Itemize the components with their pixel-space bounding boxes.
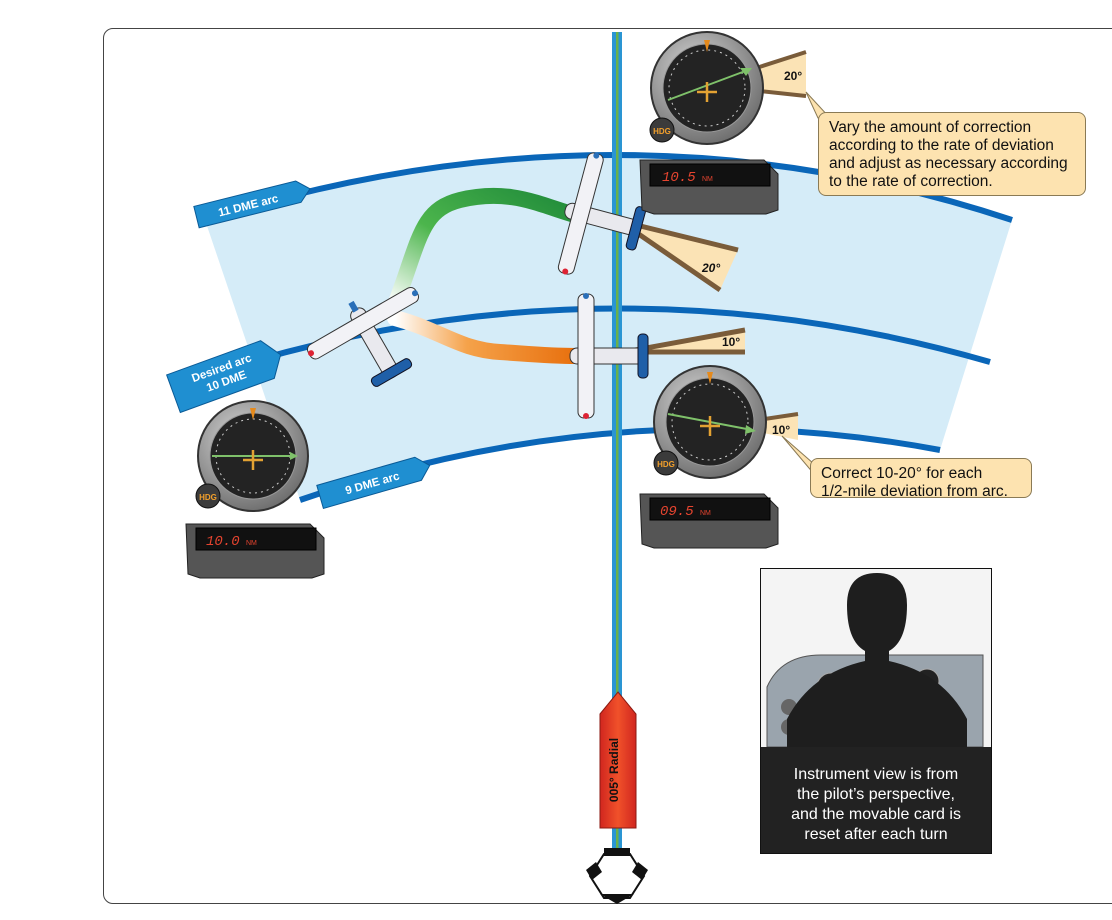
radial-tag: 005° Radial xyxy=(599,691,637,829)
dme-readout-top: 10.5 xyxy=(662,170,696,186)
radial-label: 005° Radial xyxy=(607,738,621,802)
hdg-knob-top: HDG xyxy=(653,127,671,136)
upper-plane-angle-label: 20° xyxy=(701,261,720,275)
dme-display-top: 10.5 NM xyxy=(639,159,779,215)
pilot-silhouette xyxy=(761,569,991,853)
heading-indicator-top: HDG xyxy=(649,31,764,145)
diagram-frame xyxy=(103,28,1112,904)
callout-correction-amount: Vary the amount of correction according … xyxy=(818,112,1086,196)
vor-station-icon xyxy=(586,848,648,904)
orange-correction-path xyxy=(387,310,583,364)
green-correction-path xyxy=(387,187,583,313)
upper-plane-angle-wedge: 20° xyxy=(622,219,739,293)
svg-text:NM: NM xyxy=(700,510,711,517)
arc-area xyxy=(205,155,1012,500)
right-gauge-angle-label: 10° xyxy=(772,423,790,437)
dme-readout-left: 10.0 xyxy=(206,534,240,550)
hdg-knob-left: HDG xyxy=(199,493,217,502)
dme-display-right: 09.5 NM xyxy=(639,493,779,549)
heading-indicator-right: HDG xyxy=(653,365,767,479)
heading-indicator-left: HDG xyxy=(195,400,309,512)
svg-text:NM: NM xyxy=(702,176,713,183)
pilot-view-caption: Instrument view is from the pilot’s pers… xyxy=(791,766,961,843)
airplane-upper xyxy=(557,152,646,275)
lower-plane-angle-label: 10° xyxy=(722,335,740,349)
callout-deviation-correction: Correct 10-20° for each 1/2-mile deviati… xyxy=(810,458,1032,500)
dme-readout-right: 09.5 xyxy=(660,504,694,520)
svg-text:NM: NM xyxy=(246,540,257,547)
airplane-left xyxy=(307,286,419,387)
dme-display-left: 10.0 NM xyxy=(185,523,325,579)
hdg-knob-right: HDG xyxy=(657,460,675,469)
airplane-lower xyxy=(569,293,649,419)
top-gauge-angle-label: 20° xyxy=(784,69,802,83)
pilot-view-inset: Instrument view is from the pilot’s pers… xyxy=(760,568,992,854)
